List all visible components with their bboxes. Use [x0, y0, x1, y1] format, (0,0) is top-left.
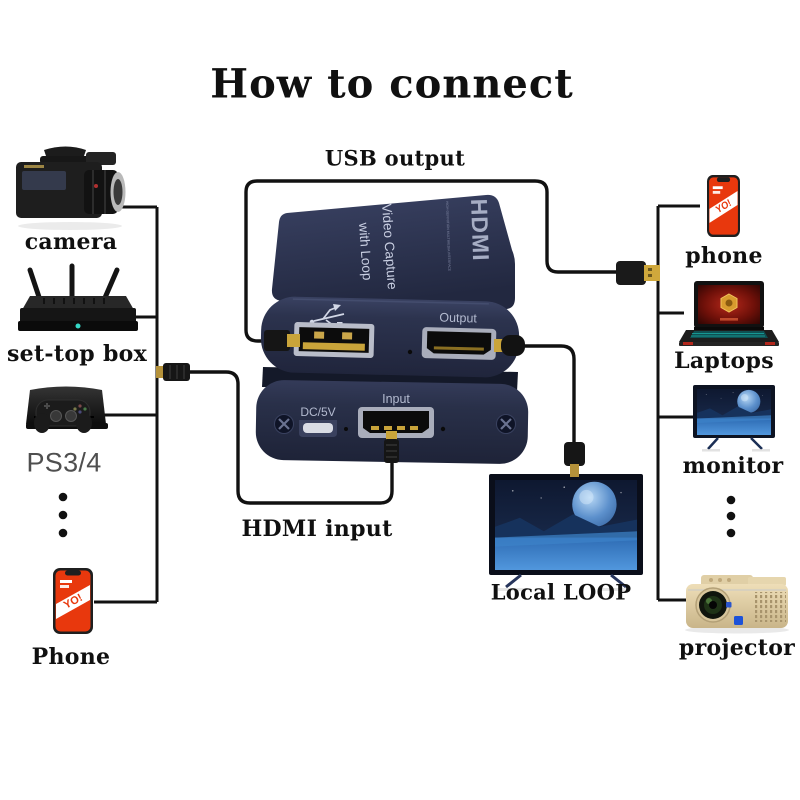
projector-label: projector — [678, 635, 796, 661]
hdmi-micro-plug-left — [156, 363, 190, 381]
device-name-line2: with Loop — [356, 221, 375, 281]
projector-image — [685, 575, 789, 634]
local-loop-label: Local LOOP — [490, 579, 632, 605]
device-name-line1: Video Capture — [379, 203, 400, 290]
phone-right-label: phone — [685, 243, 763, 269]
phone-right-image — [707, 175, 740, 237]
phone-left-image — [53, 568, 93, 634]
camera-image — [16, 146, 126, 230]
usb-output-cable — [244, 179, 622, 343]
hdmi-logo: HDMI — [466, 198, 494, 262]
game-console-image — [26, 386, 108, 433]
hdmi-micro-plug-input — [384, 431, 399, 463]
hdmi-input-cable — [190, 370, 394, 505]
hdmi-plug-tv — [564, 442, 585, 477]
phone-left-label: Phone — [31, 644, 111, 670]
device-top-face — [271, 194, 515, 310]
output-port-label: Output — [439, 311, 477, 326]
usb-a-plug — [616, 261, 660, 285]
loop-tv-image — [489, 474, 643, 591]
laptop-image — [679, 281, 779, 346]
capture-device: Video Capture with Loop HDMI HIGH-DEFINI… — [255, 194, 529, 464]
set-top-box-image — [18, 263, 138, 331]
usb-output-label: USB output — [324, 145, 466, 171]
set-top-box-label: set-top box — [6, 341, 148, 367]
monitor-image — [693, 385, 775, 452]
loop-cable — [520, 344, 576, 446]
input-hdmi-port — [358, 407, 434, 438]
screw-left — [274, 414, 294, 434]
ps34-label: PS3/4 — [26, 447, 102, 478]
monitor-label: monitor — [682, 453, 784, 479]
power-port-label: DC/5V — [300, 405, 335, 419]
hdmi-logo-subtext: HIGH-DEFINITION MULTIMEDIA INTERFACE — [445, 201, 451, 272]
page-title: How to connect — [210, 60, 574, 108]
micro-usb-port — [299, 420, 337, 437]
laptops-label: Laptops — [674, 348, 774, 374]
right-bus-line — [656, 204, 700, 602]
right-ellipsis-dots — [726, 495, 736, 538]
output-hdmi-port — [421, 327, 497, 360]
screw-right — [496, 414, 516, 434]
usb-a-port — [293, 322, 375, 358]
camera-label: camera — [24, 229, 118, 255]
output-side-plug — [494, 335, 525, 356]
left-ellipsis-dots — [58, 492, 68, 538]
usb-micro-plug — [264, 330, 300, 351]
hdmi-input-label: HDMI input — [241, 516, 393, 542]
input-port-label: Input — [382, 392, 410, 406]
